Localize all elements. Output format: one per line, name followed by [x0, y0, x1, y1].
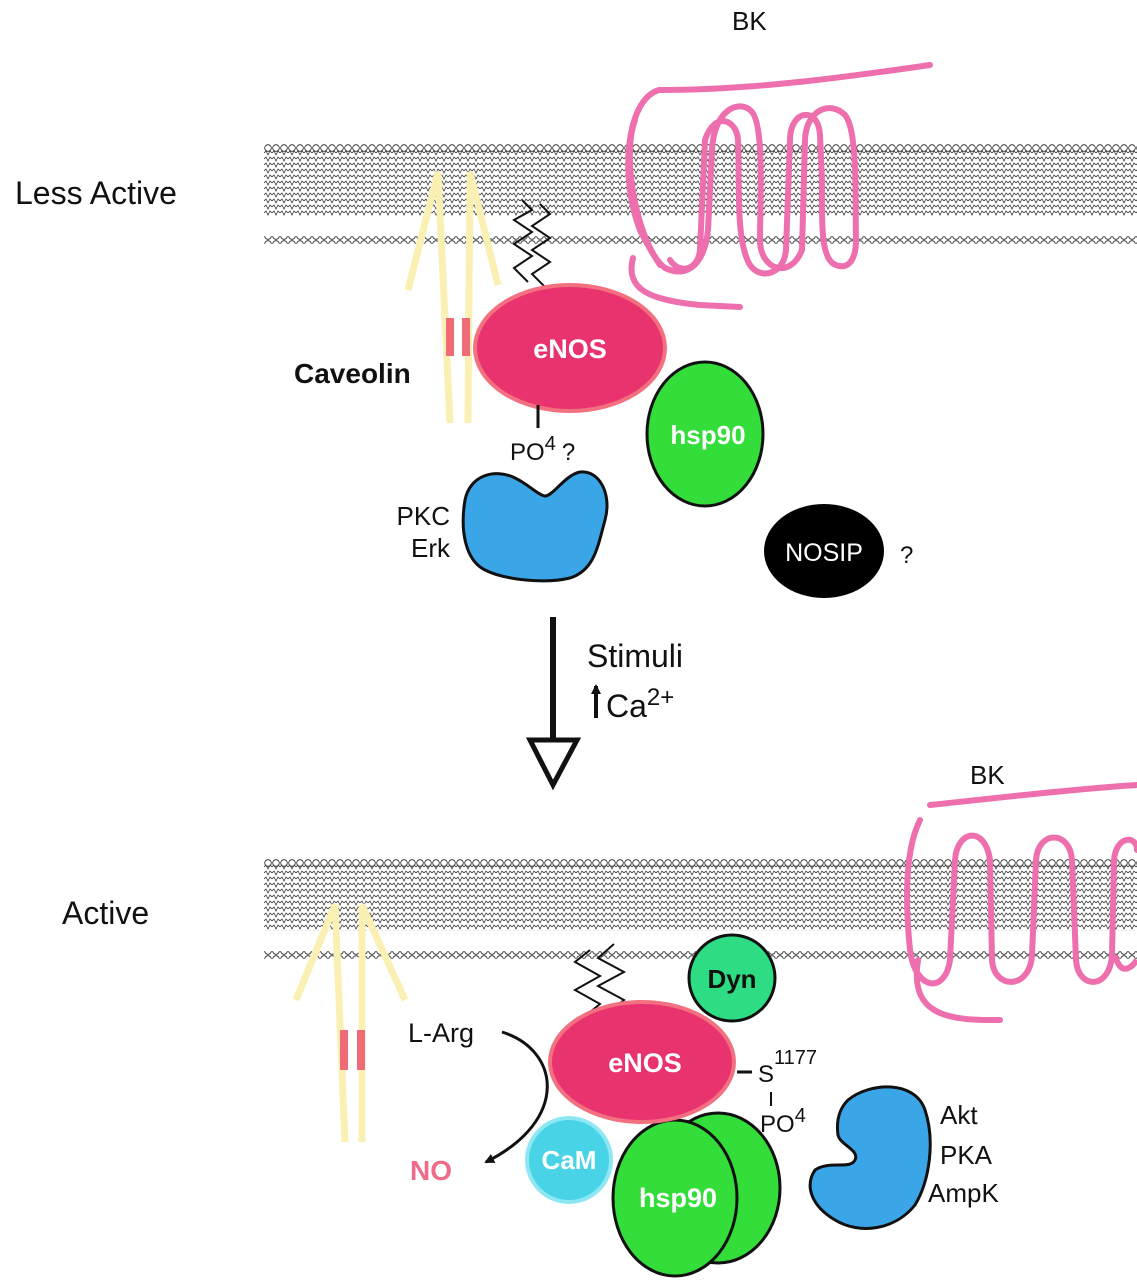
top-enos: [473, 283, 667, 413]
stimuli-label: Stimuli: [587, 638, 683, 674]
l-arg-to-no-arrow: [484, 1030, 549, 1164]
caveolin-label: Caveolin: [294, 358, 411, 389]
serine-label: S1177: [758, 1047, 817, 1088]
top-enos-label: eNOS: [533, 334, 607, 364]
l-arg-label: L-Arg: [408, 1018, 474, 1048]
nosip-label: NOSIP: [785, 539, 863, 567]
bottom-bk-edge: [1112, 954, 1137, 972]
cam-label: CaM: [542, 1145, 597, 1175]
calcium-label: Ca2+: [606, 684, 674, 724]
bottom-caveolin: [292, 903, 409, 1143]
bottom-bk-receptor: [904, 782, 1137, 987]
top-caveolin: [404, 171, 502, 424]
less-active-label: Less Active: [15, 175, 177, 211]
top-bk-label: BK: [732, 6, 767, 36]
top-kinase-line2: Erk: [411, 533, 451, 563]
top-kinase-line1: PKC: [397, 501, 450, 531]
top-bk-receptor: [625, 62, 933, 277]
top-lipid-anchor: [512, 199, 552, 287]
top-hsp90-label: hsp90: [670, 420, 745, 450]
bottom-bk-tail: [913, 957, 1003, 1023]
bottom-hsp90-label: hsp90: [639, 1183, 717, 1213]
top-pkc-erk-kinase: [461, 470, 609, 583]
bottom-phospho-label: PO4: [760, 1105, 806, 1138]
nosip: [764, 504, 884, 598]
bottom-bk-label: BK: [970, 760, 1005, 790]
top-hsp90: [645, 360, 765, 508]
active-label: Active: [62, 895, 149, 931]
dyn-label: Dyn: [707, 964, 756, 994]
bottom-kinase-line2: PKA: [940, 1140, 993, 1170]
dynamin: [687, 933, 777, 1023]
top-bk-tail: [628, 255, 743, 310]
transition-arrow-head: [525, 737, 582, 791]
calmodulin: [525, 1116, 613, 1204]
bottom-kinase-line1: Akt: [940, 1100, 978, 1130]
top-phospho-label: PO4?: [510, 433, 575, 466]
bottom-enos: [548, 1000, 736, 1124]
bottom-kinase-line3: AmpK: [928, 1178, 999, 1208]
no-label: NO: [410, 1155, 452, 1186]
bottom-enos-label: eNOS: [608, 1048, 682, 1078]
bottom-akt-pka-ampk-kinase: [808, 1085, 932, 1230]
nosip-question: ?: [900, 542, 913, 569]
bottom-membrane: [264, 859, 1137, 959]
